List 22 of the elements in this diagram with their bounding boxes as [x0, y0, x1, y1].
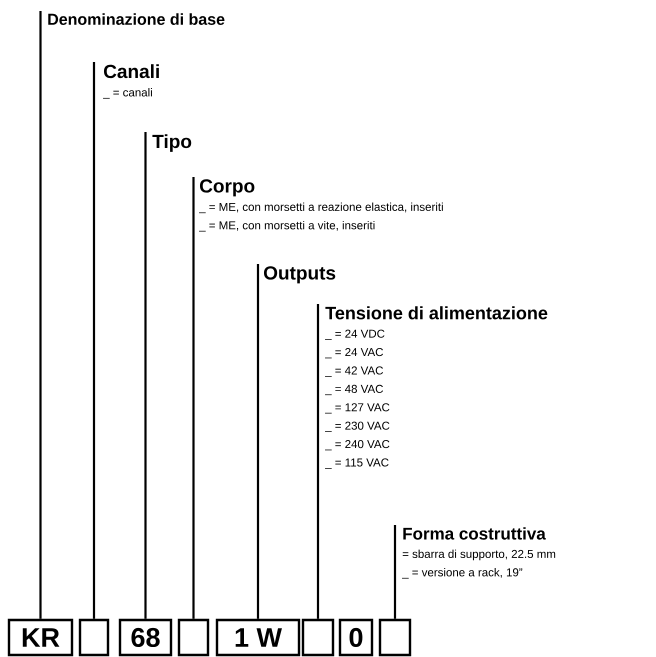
empty-code-box — [302, 618, 334, 656]
connector-line — [316, 304, 320, 619]
empty-code-box — [378, 618, 412, 656]
empty-code-box — [78, 618, 110, 656]
option-heading: Forma costruttiva = sbarra di supporto, 22.5 mm _ = versione a rack, 19” — [402, 527, 556, 579]
option-heading: Tensione di alimentazione _ = 24 VDC _ = 24 VAC _ = 42 VAC _ = 48 VAC _ = 127 VAC _ = 230 VAC _ = 240 VAC _ = 115 VAC — [325, 306, 548, 469]
code-box: 1 W — [216, 618, 300, 656]
option-heading: Tipo — [152, 134, 192, 152]
option-heading: Canali _ = canali — [103, 64, 159, 99]
code-box: KR — [8, 618, 74, 656]
connector-line — [39, 11, 42, 619]
code-box: 0 — [338, 618, 374, 656]
empty-code-box — [178, 618, 210, 656]
connector-line — [144, 132, 147, 619]
option-heading: Corpo _ = ME, con morsetti a reazione elastica, inseriti _ = ME, con morsetti a vite, inseriti — [199, 179, 443, 232]
option-heading: Denominazione di base — [48, 13, 224, 25]
code-box: 68 — [118, 618, 172, 656]
connector-line — [92, 62, 96, 619]
option-heading: Outputs — [264, 266, 336, 284]
connector-line — [192, 177, 195, 619]
connector-line — [256, 264, 260, 619]
connector-line — [394, 525, 396, 619]
